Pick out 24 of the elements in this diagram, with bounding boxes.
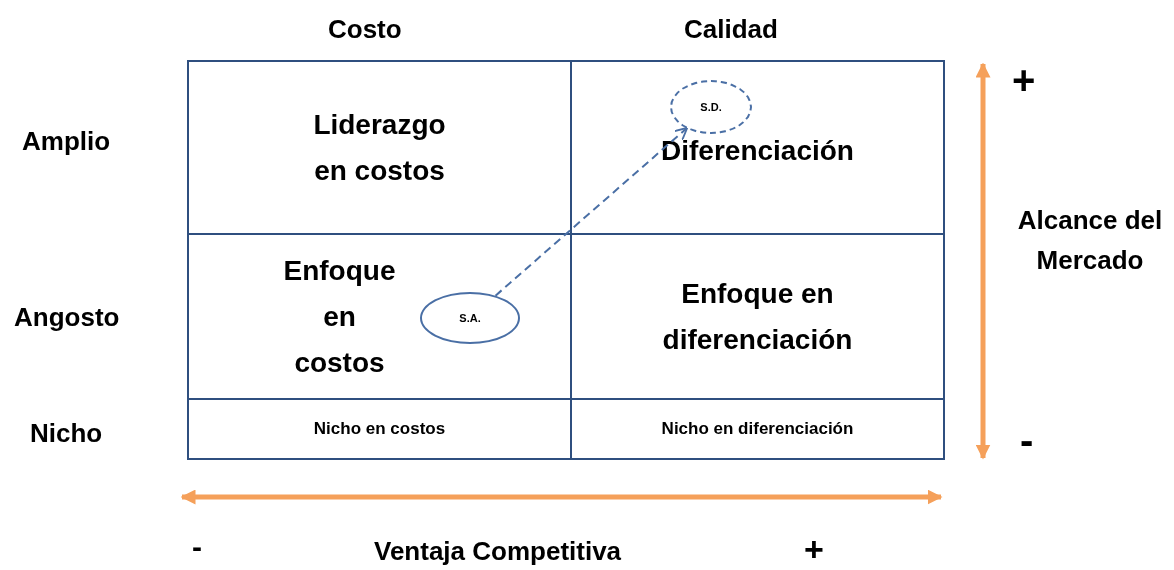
quadrant-label: Nicho en diferenciación <box>661 419 854 439</box>
sign-label: - <box>192 530 202 564</box>
matrix-cell <box>187 398 572 460</box>
sign-label: - <box>1020 418 1034 463</box>
quadrant-label: Liderazgo en costos <box>313 107 446 188</box>
axis-label: Calidad <box>684 14 778 45</box>
matrix-cell <box>570 398 945 460</box>
position-ellipse: S.D. <box>670 80 752 134</box>
quadrant-label: Nicho en costos <box>313 419 446 439</box>
quadrant-label: Diferenciación <box>661 133 854 168</box>
matrix-cell <box>570 60 945 235</box>
axis-label: Angosto <box>14 302 120 333</box>
sign-label: + <box>1012 58 1036 103</box>
sign-label: + <box>804 530 824 569</box>
position-ellipse: S.A. <box>420 292 520 344</box>
axis-label: Nicho <box>30 418 103 449</box>
matrix-cell <box>187 60 572 235</box>
axis-label: Costo <box>328 14 402 45</box>
quadrant-label: Enfoque en diferenciación <box>662 276 853 357</box>
axis-label: Alcance del Mercado <box>1016 204 1164 277</box>
quadrant-label: Enfoque en costos <box>283 253 396 380</box>
axis-label: Amplio <box>22 126 111 157</box>
arrow <box>494 126 689 297</box>
axis-label: Ventaja Competitiva <box>374 536 622 567</box>
